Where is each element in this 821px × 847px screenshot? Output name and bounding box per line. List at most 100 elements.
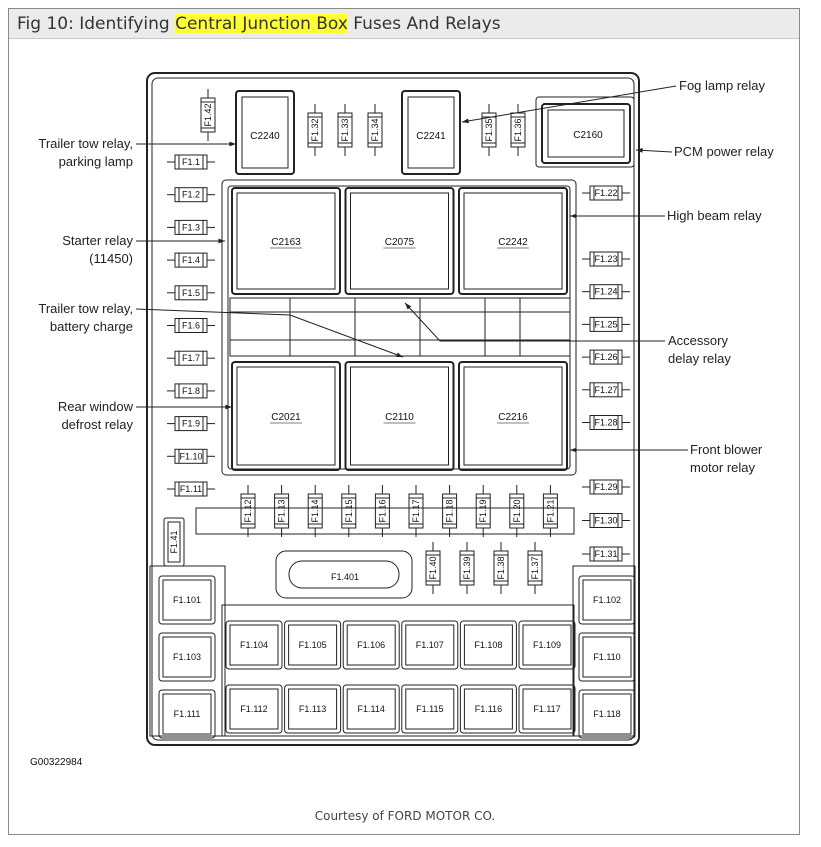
label-starter-2: (11450) bbox=[89, 251, 133, 266]
fuse-label: F1.14 bbox=[310, 499, 320, 522]
maxi-fuse-f1-105: F1.105 bbox=[284, 620, 342, 670]
maxi-fuse-f1-101: F1.101 bbox=[158, 575, 216, 625]
fuse-label: F1.41 bbox=[169, 530, 179, 553]
connector-code: C2240 bbox=[250, 131, 280, 142]
maxi-fuse-f1-109: F1.109 bbox=[518, 620, 576, 670]
fuse-f1-6: F1.6 bbox=[167, 318, 215, 333]
relay-code: C2021 bbox=[271, 412, 301, 423]
maxi-fuse-label: F1.118 bbox=[593, 709, 620, 719]
fuse-f1-41: F1.41 bbox=[163, 517, 185, 567]
fuse-f1-27: F1.27 bbox=[582, 382, 630, 398]
fuse-label: F1.28 bbox=[594, 418, 617, 428]
fuse-label: F1.35 bbox=[484, 118, 494, 141]
relay-c2216: C2216 bbox=[458, 361, 568, 471]
fuse-label: F1.36 bbox=[513, 118, 523, 141]
figure-code: G00322984 bbox=[30, 757, 83, 768]
fuse-label: F1.31 bbox=[594, 549, 617, 559]
figure-frame: Fig 10: Identifying Central Junction Box… bbox=[8, 8, 800, 835]
fuse-label: F1.16 bbox=[377, 499, 387, 522]
fuse-f1-18: F1.18 bbox=[442, 485, 458, 537]
fuse-f1-3: F1.3 bbox=[167, 219, 215, 235]
fuse-f1-1: F1.1 bbox=[167, 154, 215, 170]
connector-code: C2160 bbox=[573, 130, 603, 141]
fuse-f1-14: F1.14 bbox=[307, 485, 323, 537]
fuse-f1-12: F1.12 bbox=[240, 485, 256, 537]
fuse-f1-401: F1.401 bbox=[275, 550, 413, 599]
maxi-fuse-label: F1.113 bbox=[299, 704, 326, 714]
maxi-fuse-f1-115: F1.115 bbox=[401, 684, 459, 734]
fuse-f1-34: F1.34 bbox=[367, 104, 383, 156]
fuse-label: F1.3 bbox=[182, 222, 200, 232]
label-trailer-batt-2: battery charge bbox=[50, 319, 133, 334]
maxi-fuse-f1-102: F1.102 bbox=[578, 575, 636, 625]
fuse-f1-33: F1.33 bbox=[337, 104, 353, 156]
maxi-fuse-label: F1.107 bbox=[416, 640, 444, 650]
fuse-label: F1.26 bbox=[594, 352, 617, 362]
fuse-f1-15: F1.15 bbox=[341, 485, 357, 537]
relay-c2021: C2021 bbox=[231, 361, 341, 471]
fuse-f1-5: F1.5 bbox=[167, 285, 215, 301]
connector-code: C2241 bbox=[416, 131, 446, 142]
label-trailer-batt-1: Trailer tow relay, bbox=[38, 301, 133, 316]
maxi-fuse-label: F1.111 bbox=[174, 709, 201, 719]
maxi-fuse-f1-107: F1.107 bbox=[401, 620, 459, 670]
fuse-label: F1.23 bbox=[594, 254, 617, 264]
fuse-label: F1.34 bbox=[370, 118, 380, 141]
fuse-f1-31: F1.31 bbox=[582, 546, 630, 562]
fuse-label: F1.9 bbox=[182, 419, 200, 429]
housing-inner-edge bbox=[151, 77, 635, 741]
maxi-fuse-label: F1.114 bbox=[358, 704, 385, 714]
title-highlight: Central Junction Box bbox=[175, 14, 348, 34]
fuse-f1-21: F1.21 bbox=[542, 485, 558, 537]
fuse-f1-4: F1.4 bbox=[167, 252, 215, 268]
maxi-fuse-f1-111: F1.111 bbox=[158, 689, 216, 739]
fuse-f1-35: F1.35 bbox=[481, 104, 497, 156]
maxi-fuse-label: F1.115 bbox=[416, 704, 443, 714]
fuse-f1-30: F1.30 bbox=[582, 513, 630, 528]
fuse-f1-28: F1.28 bbox=[582, 415, 630, 430]
fuse-label: F1.15 bbox=[344, 499, 354, 522]
label-accessory-delay-1: Accessory bbox=[668, 333, 728, 348]
maxi-fuse-f1-112: F1.112 bbox=[225, 684, 283, 734]
maxi-fuse-label: F1.104 bbox=[240, 640, 268, 650]
label-trailer-park-1: Trailer tow relay, bbox=[38, 136, 133, 151]
fuse-f1-29: F1.29 bbox=[582, 479, 630, 495]
maxi-fuse-f1-108: F1.108 bbox=[459, 620, 517, 670]
maxi-fuse-label: F1.106 bbox=[357, 640, 385, 650]
fuse-label: F1.25 bbox=[594, 319, 617, 329]
fuse-label: F1.19 bbox=[478, 499, 488, 522]
fuse-f1-11: F1.11 bbox=[167, 481, 215, 497]
title-suffix: Fuses And Relays bbox=[347, 14, 501, 34]
relay-code: C2075 bbox=[385, 237, 415, 248]
fuse-label: F1.8 bbox=[182, 386, 200, 396]
label-fog-lamp-relay: Fog lamp relay bbox=[679, 78, 765, 93]
fuse-label: F1.30 bbox=[594, 516, 617, 526]
maxi-fuse-f1-104: F1.104 bbox=[225, 620, 283, 670]
relay-c2110: C2110 bbox=[344, 361, 455, 471]
label-high-beam-relay: High beam relay bbox=[667, 208, 762, 223]
label-trailer-park-2: parking lamp bbox=[59, 154, 133, 169]
maxi-fuse-label: F1.110 bbox=[593, 652, 620, 662]
maxi-fuse-f1-106: F1.106 bbox=[342, 620, 400, 670]
fuse-f1-23: F1.23 bbox=[582, 251, 630, 267]
label-pcm-power-relay: PCM power relay bbox=[674, 144, 774, 159]
maxi-fuse-f1-113: F1.113 bbox=[284, 684, 342, 734]
maxi-fuse-label: F1.112 bbox=[240, 704, 267, 714]
label-front-blower-1: Front blower bbox=[690, 442, 763, 457]
relay-c2242: C2242 bbox=[458, 187, 568, 295]
fuse-label: F1.33 bbox=[340, 118, 350, 141]
fuse-label: F1.10 bbox=[179, 451, 202, 461]
junction-box-housing bbox=[146, 72, 640, 746]
fuse-label: F1.27 bbox=[594, 385, 617, 395]
fuse-label: F1.18 bbox=[445, 499, 455, 522]
fuse-label: F1.40 bbox=[428, 556, 438, 579]
relay-separator-grid bbox=[229, 297, 571, 357]
caption: Courtesy of FORD MOTOR CO. bbox=[314, 809, 496, 823]
figure-title: Fig 10: Identifying Central Junction Box… bbox=[17, 14, 501, 34]
label-front-blower-2: motor relay bbox=[690, 460, 756, 475]
maxi-fuse-f1-116: F1.116 bbox=[459, 684, 517, 734]
label-starter-1: Starter relay bbox=[62, 233, 133, 248]
fuse-f1-37: F1.37 bbox=[527, 542, 543, 594]
label-accessory-delay-2: delay relay bbox=[668, 351, 731, 366]
